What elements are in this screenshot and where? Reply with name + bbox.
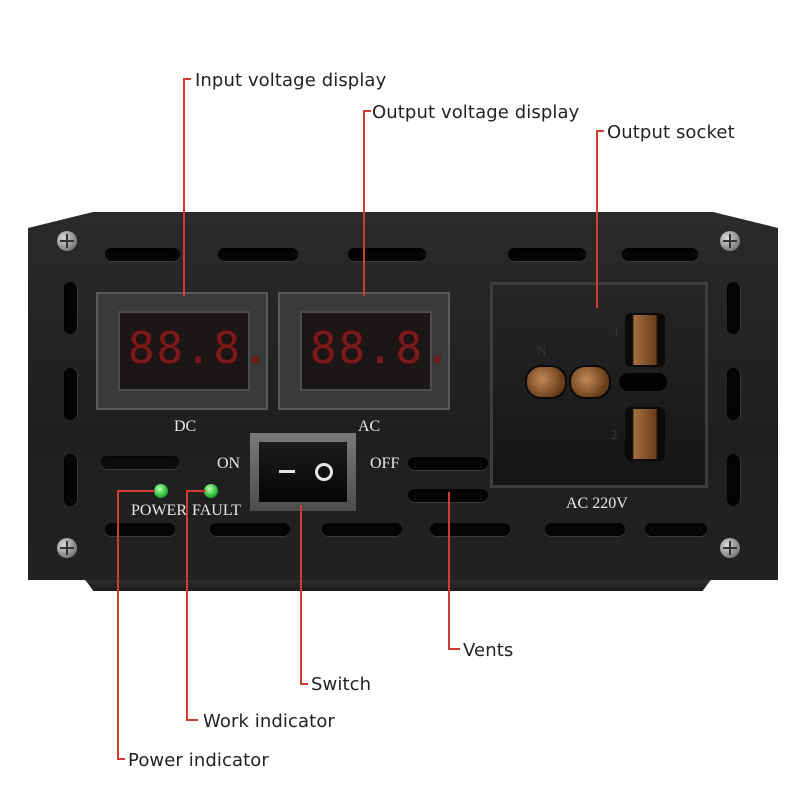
screw-icon <box>720 538 740 558</box>
vent-slot <box>64 368 77 420</box>
fault-label: FAULT <box>192 502 241 519</box>
dc-display-digits: 88.8. <box>128 323 271 374</box>
callout-line <box>596 130 604 132</box>
dc-label: DC <box>174 418 197 435</box>
ac-display-digits: 88.8. <box>310 323 453 374</box>
vent-slot <box>348 248 426 261</box>
screw-icon <box>720 231 740 251</box>
vent-slot <box>101 456 179 469</box>
socket-mark-1: 1 <box>613 323 620 338</box>
off-label: OFF <box>370 455 400 472</box>
power-switch[interactable] <box>250 433 356 511</box>
vent-slot <box>645 523 707 536</box>
vent-slot <box>408 457 488 470</box>
power-label: POWER <box>131 502 187 519</box>
output-socket[interactable]: 1 N 2 <box>490 282 708 488</box>
dc-display-window: 88.8. <box>118 311 268 391</box>
switch-label: Switch <box>311 674 372 695</box>
vent-slot <box>430 523 510 536</box>
vent-slot <box>64 454 77 506</box>
callout-line <box>186 490 188 720</box>
callout-line <box>300 505 302 685</box>
output-voltage-label: AC 220V <box>566 495 628 512</box>
callout-line <box>183 78 185 296</box>
vent-slot <box>727 454 740 506</box>
callout-line <box>300 683 308 685</box>
vent-slot <box>64 282 77 334</box>
vent-slot <box>210 523 290 536</box>
socket-mark-n: N <box>537 343 547 358</box>
output-socket-label: Output socket <box>607 122 735 143</box>
vent-slot <box>322 523 402 536</box>
socket-earth-slot <box>619 373 667 391</box>
callout-line <box>448 648 460 650</box>
socket-neutral-pin-left <box>525 365 567 399</box>
off-mark-icon <box>315 463 333 481</box>
input-voltage-display: 88.8. <box>96 292 268 410</box>
socket-neutral-pin-right <box>569 365 611 399</box>
vent-slot <box>727 282 740 334</box>
callout-line <box>448 492 450 650</box>
screw-icon <box>57 538 77 558</box>
callout-line <box>596 130 598 308</box>
vent-slot <box>727 368 740 420</box>
callout-line <box>183 78 191 80</box>
callout-line <box>117 758 125 760</box>
on-mark-icon <box>279 470 295 473</box>
vents-label: Vents <box>463 640 514 661</box>
power-indicator-label: Power indicator <box>128 750 269 771</box>
callout-line <box>363 110 365 296</box>
output-voltage-display: 88.8. <box>278 292 450 410</box>
vent-slot <box>622 248 698 261</box>
work-indicator-led <box>204 484 218 498</box>
callout-line <box>186 719 198 721</box>
ac-display-window: 88.8. <box>300 311 450 391</box>
output-voltage-display-label: Output voltage display <box>372 102 580 123</box>
vent-slot <box>105 248 180 261</box>
callout-line <box>117 490 155 492</box>
socket-earth-pin <box>625 407 665 461</box>
screw-icon <box>57 231 77 251</box>
vent-slot <box>105 523 175 536</box>
input-voltage-display-label: Input voltage display <box>195 70 387 91</box>
rocker-switch[interactable] <box>259 442 347 502</box>
power-indicator-led <box>154 484 168 498</box>
vent-slot <box>508 248 586 261</box>
ac-label: AC <box>358 418 381 435</box>
socket-live-pin <box>625 313 665 367</box>
callout-line <box>117 490 119 760</box>
socket-mark-2: 2 <box>611 427 618 442</box>
on-label: ON <box>217 455 241 472</box>
callout-line <box>186 490 206 492</box>
work-indicator-label: Work indicator <box>203 711 335 732</box>
vent-slot <box>545 523 625 536</box>
callout-line <box>363 110 371 112</box>
vent-slot <box>218 248 298 261</box>
